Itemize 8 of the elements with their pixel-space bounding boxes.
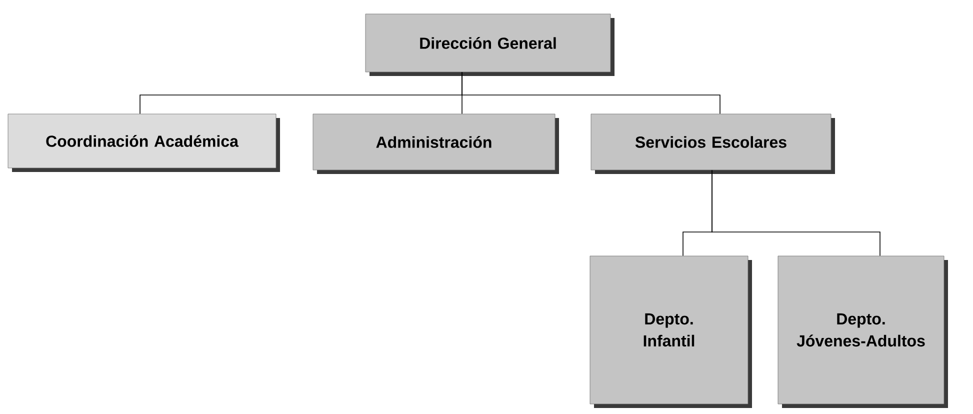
org-box: Depto. Jóvenes-Adultos bbox=[778, 256, 948, 408]
org-box: Dirección General bbox=[365, 14, 614, 76]
org-box: Depto. Infantil bbox=[590, 256, 752, 408]
connector-line bbox=[462, 72, 720, 114]
org-box: Coordinación Académica bbox=[8, 114, 280, 172]
org-box: Administración bbox=[312, 114, 559, 174]
org-box: Servicios Escolares bbox=[590, 114, 835, 174]
connector-line bbox=[712, 170, 880, 256]
